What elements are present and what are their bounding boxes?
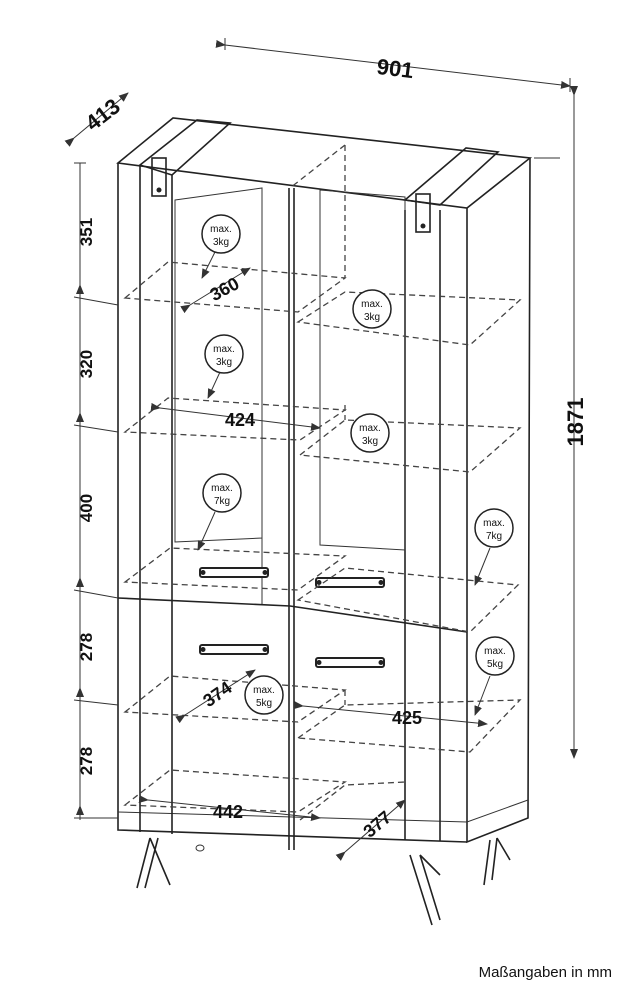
svg-text:max.: max. bbox=[359, 423, 381, 434]
inner-depth-line bbox=[335, 799, 406, 861]
svg-text:max.: max. bbox=[484, 646, 506, 657]
load-badge: max. 7kg bbox=[474, 508, 514, 548]
cabinet-right-side bbox=[466, 157, 531, 844]
drawer-handle bbox=[315, 657, 385, 668]
drawer-handle bbox=[199, 644, 269, 655]
inner-width-line bbox=[150, 402, 321, 431]
leg-front-right bbox=[409, 854, 441, 926]
inner-width-label: 424 bbox=[225, 410, 255, 430]
leg-back-left bbox=[195, 844, 205, 852]
svg-text:max.: max. bbox=[211, 483, 233, 494]
load-badge: max. 3kg bbox=[204, 334, 244, 374]
width-label: 901 bbox=[375, 54, 414, 83]
svg-text:7kg: 7kg bbox=[486, 531, 502, 542]
load-badge: max. 5kg bbox=[475, 636, 515, 676]
svg-text:max.: max. bbox=[253, 685, 275, 696]
depth-dimension-line bbox=[64, 92, 129, 147]
svg-text:3kg: 3kg bbox=[216, 357, 232, 368]
section-height-label: 278 bbox=[77, 633, 96, 661]
section-height-label: 278 bbox=[77, 747, 96, 775]
drawer-handle bbox=[199, 567, 269, 578]
units-caption: Maßangaben in mm bbox=[479, 964, 612, 981]
height-label: 1871 bbox=[563, 398, 588, 447]
load-badge: max. 3kg bbox=[352, 289, 392, 329]
depth-label: 413 bbox=[81, 93, 125, 135]
inner-depth-label: 374 bbox=[199, 677, 235, 711]
bracket-right-hole bbox=[420, 223, 426, 229]
glass-door-right bbox=[319, 189, 406, 551]
leg-front-left bbox=[136, 837, 171, 889]
load-badge: max. 3kg bbox=[350, 413, 390, 453]
inner-width-label: 425 bbox=[392, 708, 422, 728]
dimension-lines bbox=[64, 38, 578, 861]
inner-width-label: 442 bbox=[213, 802, 243, 822]
svg-text:7kg: 7kg bbox=[214, 496, 230, 507]
inner-depth-line bbox=[175, 669, 256, 724]
bracket-left-hole bbox=[156, 187, 162, 193]
svg-text:3kg: 3kg bbox=[213, 237, 229, 248]
width-dimension-line bbox=[215, 39, 571, 89]
inner-depth-label: 360 bbox=[207, 273, 243, 305]
cabinet-top bbox=[116, 117, 533, 209]
door-split bbox=[288, 188, 295, 850]
svg-text:5kg: 5kg bbox=[487, 659, 503, 670]
section-height-label: 351 bbox=[77, 218, 96, 246]
inner-width-line bbox=[138, 795, 321, 822]
svg-text:max.: max. bbox=[210, 224, 232, 235]
svg-text:max.: max. bbox=[213, 344, 235, 355]
leg-back-right bbox=[483, 837, 511, 886]
inner-width-line bbox=[293, 701, 488, 728]
load-badge: max. 7kg bbox=[202, 473, 242, 513]
load-badge: max. 5kg bbox=[244, 675, 284, 715]
inner-depth-line bbox=[180, 267, 251, 314]
bracket-left bbox=[151, 157, 167, 197]
section-height-label: 320 bbox=[77, 350, 96, 378]
badge-pointers bbox=[197, 251, 491, 716]
load-badge: max. 3kg bbox=[201, 214, 241, 254]
dashed-interiors bbox=[123, 144, 522, 821]
cabinet-front-outline bbox=[117, 163, 468, 843]
drawer-handle bbox=[315, 577, 385, 588]
inner-depth-label: 377 bbox=[359, 807, 395, 842]
section-height-label: 400 bbox=[77, 494, 96, 522]
top-strap-right bbox=[403, 147, 500, 206]
svg-text:3kg: 3kg bbox=[364, 312, 380, 323]
frame-uprights bbox=[139, 165, 441, 841]
top-strap-left bbox=[138, 119, 232, 176]
section-divider bbox=[117, 597, 468, 633]
svg-text:max.: max. bbox=[361, 299, 383, 310]
bracket-right bbox=[415, 193, 431, 233]
cabinet-drawing bbox=[116, 117, 533, 926]
svg-text:max.: max. bbox=[483, 518, 505, 529]
svg-text:3kg: 3kg bbox=[362, 436, 378, 447]
svg-text:5kg: 5kg bbox=[256, 698, 272, 709]
